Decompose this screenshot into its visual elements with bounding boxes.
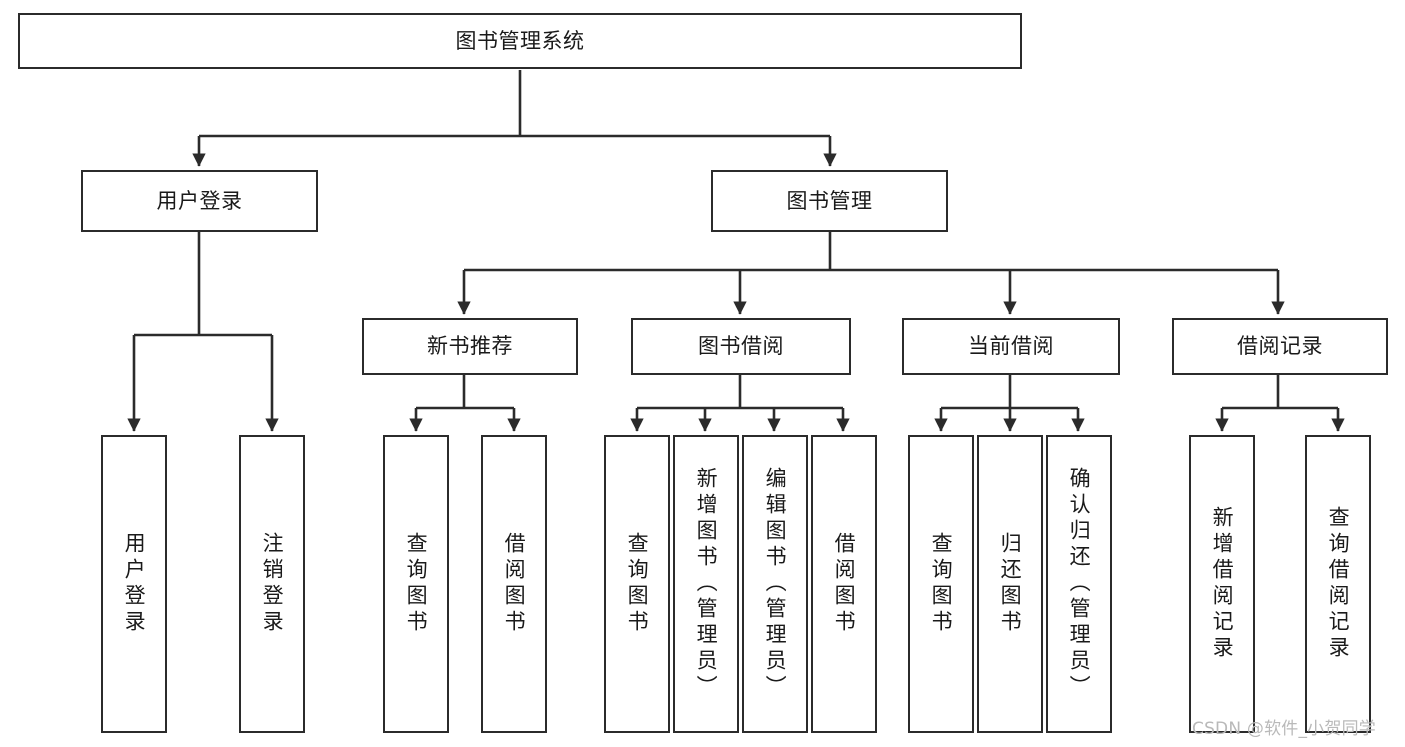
node-leaf-add-borrow-record[interactable]: 新增借阅记录 <box>1189 435 1255 733</box>
node-borrow-record[interactable]: 借阅记录 <box>1172 318 1388 375</box>
csdn-watermark: CSDN @软件_小贺同学 <box>1192 719 1376 739</box>
node-leaf-logout-label: 注销登录 <box>260 532 285 636</box>
node-leaf-user-login-label: 用户登录 <box>122 532 147 636</box>
node-leaf-borrow-book-recommend[interactable]: 借阅图书 <box>481 435 547 733</box>
node-new-book-recommend-label: 新书推荐 <box>427 334 513 359</box>
node-leaf-edit-book[interactable]: 编辑图书（管理员） <box>742 435 808 733</box>
node-leaf-return-book[interactable]: 归还图书 <box>977 435 1043 733</box>
node-root-label: 图书管理系统 <box>455 28 585 53</box>
node-leaf-add-borrow-record-label: 新增借阅记录 <box>1210 506 1235 662</box>
node-book-manage[interactable]: 图书管理 <box>711 170 948 232</box>
node-current-borrow[interactable]: 当前借阅 <box>902 318 1120 375</box>
node-book-borrow-label: 图书借阅 <box>698 334 784 359</box>
node-borrow-record-label: 借阅记录 <box>1237 334 1323 359</box>
node-leaf-query-book-recommend[interactable]: 查询图书 <box>383 435 449 733</box>
node-root[interactable]: 图书管理系统 <box>18 13 1022 69</box>
node-book-borrow[interactable]: 图书借阅 <box>631 318 851 375</box>
node-current-borrow-label: 当前借阅 <box>968 334 1054 359</box>
node-leaf-logout[interactable]: 注销登录 <box>239 435 305 733</box>
node-leaf-query-borrow-record-label: 查询借阅记录 <box>1326 506 1351 662</box>
node-leaf-query-book-borrow[interactable]: 查询图书 <box>604 435 670 733</box>
node-user-login-label: 用户登录 <box>156 188 243 213</box>
node-leaf-confirm-return-label: 确认归还（管理员） <box>1067 467 1092 701</box>
node-leaf-borrow-book-recommend-label: 借阅图书 <box>502 532 527 636</box>
node-leaf-query-book-current[interactable]: 查询图书 <box>908 435 974 733</box>
node-leaf-return-book-label: 归还图书 <box>998 532 1023 636</box>
node-leaf-query-book-recommend-label: 查询图书 <box>404 532 429 636</box>
node-new-book-recommend[interactable]: 新书推荐 <box>362 318 578 375</box>
node-leaf-edit-book-label: 编辑图书（管理员） <box>763 467 788 701</box>
node-leaf-borrow-book[interactable]: 借阅图书 <box>811 435 877 733</box>
node-leaf-add-book[interactable]: 新增图书（管理员） <box>673 435 739 733</box>
node-leaf-add-book-label: 新增图书（管理员） <box>694 467 719 701</box>
node-book-manage-label: 图书管理 <box>786 188 873 213</box>
node-leaf-borrow-book-label: 借阅图书 <box>832 532 857 636</box>
node-leaf-query-book-current-label: 查询图书 <box>929 532 954 636</box>
node-user-login[interactable]: 用户登录 <box>81 170 318 232</box>
node-leaf-query-book-borrow-label: 查询图书 <box>625 532 650 636</box>
node-leaf-user-login[interactable]: 用户登录 <box>101 435 167 733</box>
node-leaf-query-borrow-record[interactable]: 查询借阅记录 <box>1305 435 1371 733</box>
node-leaf-confirm-return[interactable]: 确认归还（管理员） <box>1046 435 1112 733</box>
